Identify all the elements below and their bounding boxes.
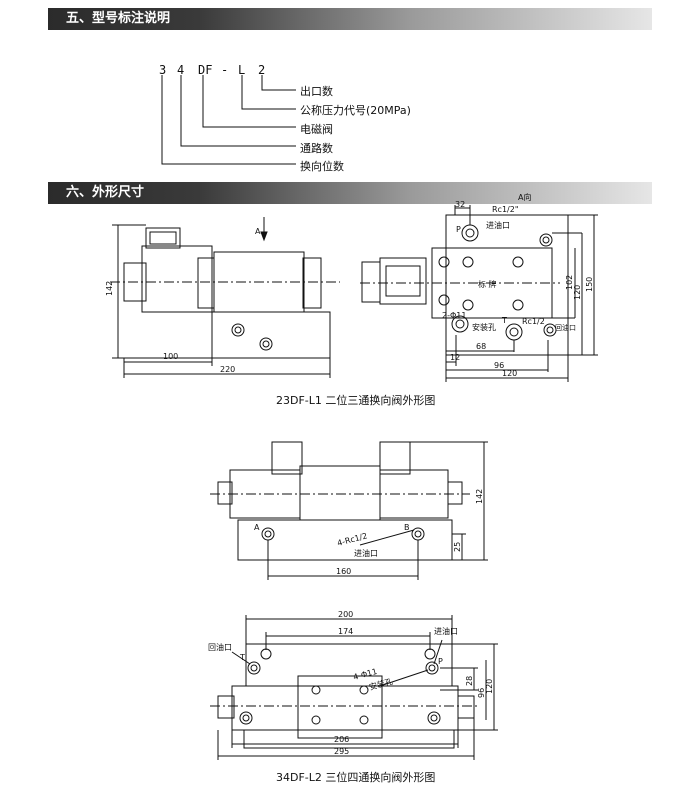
fig2-side-view	[210, 441, 488, 580]
code-digit-ways: 4	[177, 63, 185, 77]
section-6-header: 六、外形尺寸	[48, 182, 652, 204]
fig1-holes: 2-Φ11	[442, 311, 466, 320]
legend-positions: 换向位数	[300, 160, 344, 173]
fig2-dim-142: 142	[475, 489, 484, 504]
fig1-rc12b: Rc1/2	[522, 317, 545, 326]
legend-leaders	[161, 75, 296, 165]
fig3-return: 回油口	[208, 642, 232, 652]
fig1-dim-120: 120	[573, 285, 582, 300]
code-dash: -	[221, 63, 229, 77]
fig3-port-t: T	[239, 653, 245, 662]
fig3-port-p: P	[438, 657, 443, 666]
fig3-dim-200: 200	[338, 610, 353, 619]
fig1-mount: 安装孔	[472, 322, 496, 332]
fig3-dim-28: 28	[465, 676, 474, 686]
fig1-dim-102: 102	[565, 275, 574, 290]
fig1-dim-12: 12	[450, 353, 460, 362]
fig1-side-view	[110, 217, 340, 378]
legend-ways: 通路数	[300, 142, 333, 155]
legend-pressure: 公称压力代号(20MPa)	[300, 104, 411, 117]
fig1-end-view	[360, 205, 598, 382]
fig3-mount: 安装孔	[368, 676, 394, 692]
fig1-dim-220: 220	[220, 365, 235, 374]
fig2-port-a: A	[254, 523, 260, 532]
section-5-title: 五、型号标注说明	[66, 11, 171, 26]
fig1-dim-68: 68	[476, 342, 486, 351]
fig1-dim-150: 150	[585, 277, 594, 292]
fig1-nameplate: 标 牌	[478, 279, 497, 289]
code-df: DF	[198, 63, 213, 77]
fig3-top-view	[210, 615, 498, 760]
section-5-header: 五、型号标注说明	[48, 8, 652, 30]
fig2-port-b: B	[404, 523, 410, 532]
code-digit-positions: 3	[159, 63, 167, 77]
fig1-dim-120b: 120	[502, 369, 517, 378]
legend-solenoid: 电磁阀	[300, 123, 333, 136]
fig2-dim-25: 25	[453, 542, 462, 552]
fig3-dim-206: 206	[334, 735, 349, 744]
fig3-inlet: 进油口	[434, 626, 458, 636]
fig2-dim-160: 160	[336, 567, 351, 576]
fig3-caption: 34DF-L2 三位四通换向阀外形图	[276, 771, 436, 784]
fig3-dim-174: 174	[338, 627, 353, 636]
fig2-inlet: 进油口	[354, 548, 378, 558]
code-pressure: L	[238, 63, 246, 77]
code-outlets: 2	[258, 63, 266, 77]
fig2-rc: 4-Rc1/2	[336, 531, 368, 548]
fig1-outlet: 回油口	[555, 323, 576, 332]
fig1-dim-142: 142	[105, 281, 114, 296]
fig1-rc12: Rc1/2"	[492, 205, 519, 214]
fig1-port-t: T	[501, 316, 507, 325]
fig1-caption: 23DF-L1 二位三通换向阀外形图	[276, 394, 436, 407]
fig1-dim-100: 100	[163, 352, 178, 361]
fig1-arrow-a: A	[255, 227, 261, 236]
legend-outlets: 出口数	[300, 85, 333, 98]
fig1-inlet: 进油口	[486, 220, 510, 230]
fig1-dim-32: 32	[455, 200, 465, 209]
section-6-title: 六、外形尺寸	[66, 185, 145, 200]
fig3-dim-96: 96	[477, 688, 486, 698]
fig3-holes: 4-Φ11	[352, 667, 378, 682]
fig1-dim-96: 96	[494, 361, 504, 370]
fig1-view-a: A向	[518, 192, 531, 202]
fig3-dim-295: 295	[334, 747, 349, 756]
fig3-dim-120: 120	[485, 679, 494, 694]
fig1-port-p: P	[456, 225, 461, 234]
